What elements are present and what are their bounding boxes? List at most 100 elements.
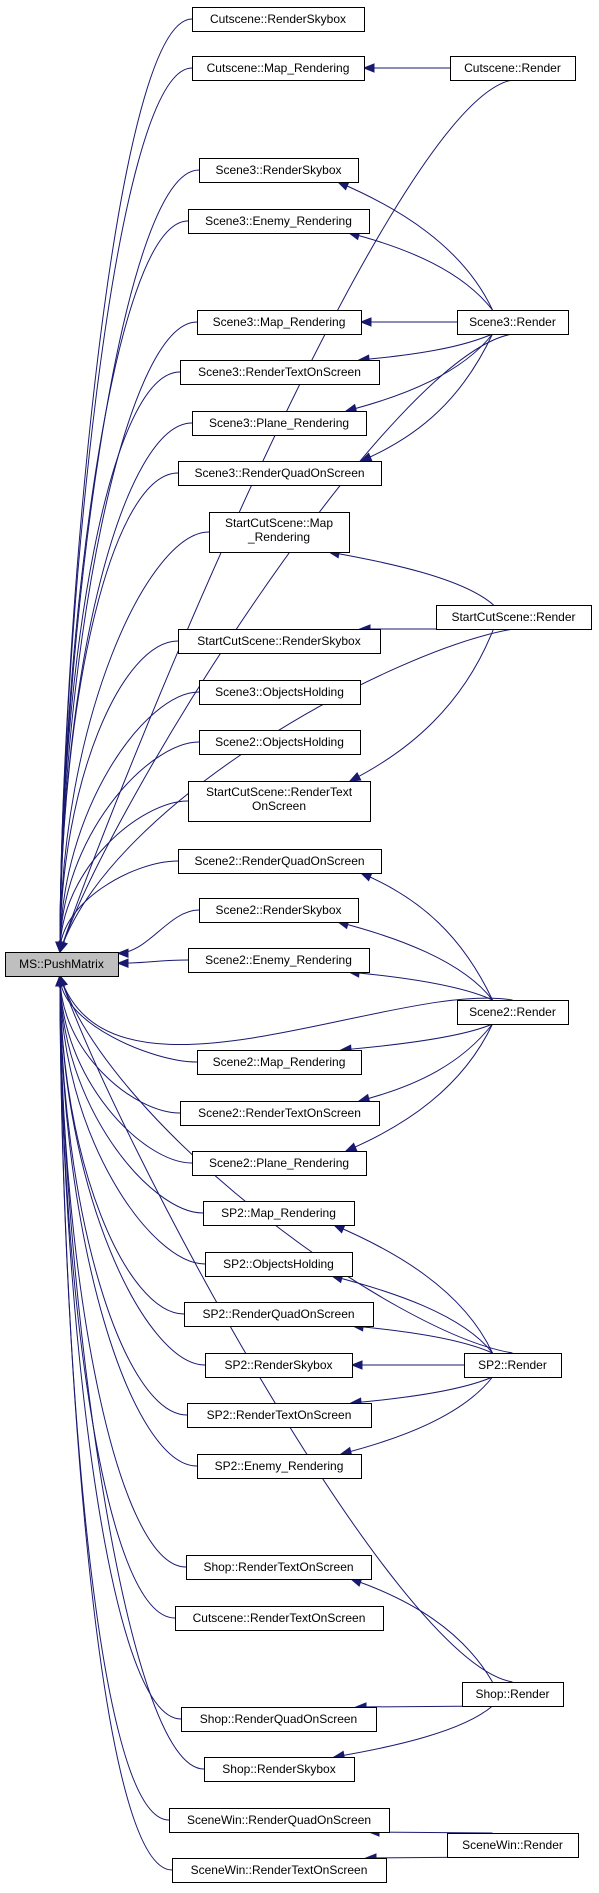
- edge-sp2-render-to-sp2-renderquadonscreen: [352, 1325, 493, 1354]
- node-shop-render[interactable]: Shop::Render: [462, 1682, 564, 1707]
- node-scene3-renderskybox[interactable]: Scene3::RenderSkybox: [199, 158, 359, 183]
- node-box: [180, 360, 380, 385]
- node-label: Scene3::Plane_Rendering: [209, 416, 349, 430]
- node-label: SceneWin::RenderQuadOnScreen: [187, 1813, 371, 1827]
- node-label: Shop::Render: [475, 1687, 549, 1701]
- node-scene3-objectsholding[interactable]: Scene3::ObjectsHolding: [199, 680, 361, 705]
- node-startcutscene-render[interactable]: StartCutScene::Render: [436, 605, 592, 630]
- node-scene2-enemy-rendering[interactable]: Scene2::Enemy_Rendering: [188, 948, 370, 973]
- call-graph-edges: [55, 18, 514, 1871]
- node-box: [192, 56, 365, 81]
- node-scenewin-renderquadonscreen[interactable]: SceneWin::RenderQuadOnScreen: [169, 1808, 390, 1833]
- edge-sp2-map-rendering-to-ms-pushmatrix: [59, 975, 204, 1214]
- node-scenewin-render[interactable]: SceneWin::Render: [447, 1833, 579, 1858]
- node-box: [172, 1858, 387, 1883]
- edge-scene2-rendertextonscreen-to-ms-pushmatrix: [59, 975, 181, 1114]
- node-cutscene-map-rendering[interactable]: Cutscene::Map_Rendering: [192, 56, 365, 81]
- edge-sp2-renderskybox-to-ms-pushmatrix: [59, 975, 206, 1366]
- node-sp2-rendertextonscreen[interactable]: SP2::RenderTextOnScreen: [187, 1403, 372, 1428]
- edge-arrowhead: [55, 974, 65, 987]
- edge-arrowhead: [344, 1142, 358, 1152]
- node-startcutscene-renderskybox[interactable]: StartCutScene::RenderSkybox: [178, 629, 381, 654]
- edge-scene2-renderskybox-to-ms-pushmatrix: [117, 909, 200, 954]
- node-cutscene-renderskybox[interactable]: Cutscene::RenderSkybox: [192, 7, 365, 32]
- edge-scene3-renderskybox-to-ms-pushmatrix: [59, 169, 200, 953]
- node-box: [197, 310, 362, 335]
- edge-scene2-render-to-scene2-renderskybox: [337, 921, 493, 1001]
- edge-arrowhead: [359, 317, 372, 327]
- node-sp2-renderquadonscreen[interactable]: SP2::RenderQuadOnScreen: [184, 1302, 374, 1327]
- edge-arrowhead: [55, 941, 65, 954]
- node-sp2-objectsholding[interactable]: SP2::ObjectsHolding: [205, 1252, 353, 1277]
- node-label: Scene2::RenderQuadOnScreen: [194, 854, 364, 868]
- node-shop-rendertextonscreen[interactable]: Shop::RenderTextOnScreen: [186, 1555, 372, 1580]
- edge-startcutscene-render-to-startcutscene-rendertextonscreen: [349, 628, 494, 782]
- edge-scene3-render-to-scene3-renderquadonscreen: [360, 333, 493, 462]
- edge-sp2-enemy-rendering-to-ms-pushmatrix: [59, 975, 198, 1467]
- node-scene3-rendertextonscreen[interactable]: Scene3::RenderTextOnScreen: [180, 360, 380, 385]
- edge-startcutscene-render-to-startcutscene-map-rendering: [328, 551, 494, 606]
- node-scene3-render[interactable]: Scene3::Render: [457, 310, 569, 335]
- node-scene2-rendertextonscreen[interactable]: Scene2::RenderTextOnScreen: [180, 1101, 380, 1126]
- node-label: SP2::Render: [478, 1358, 547, 1372]
- node-box: [188, 948, 370, 973]
- node-label: SP2::RenderSkybox: [224, 1358, 332, 1372]
- node-scene2-plane-rendering[interactable]: Scene2::Plane_Rendering: [192, 1151, 367, 1176]
- edge-scene3-render-to-scene3-rendertextonscreen: [358, 333, 493, 361]
- node-label: Scene2::ObjectsHolding: [215, 735, 344, 749]
- node-scene3-enemy-rendering[interactable]: Scene3::Enemy_Rendering: [188, 209, 370, 234]
- node-sp2-enemy-rendering[interactable]: SP2::Enemy_Rendering: [197, 1454, 362, 1479]
- node-label: Cutscene::RenderTextOnScreen: [193, 1611, 366, 1625]
- node-scene3-map-rendering[interactable]: Scene3::Map_Rendering: [197, 310, 362, 335]
- node-scene2-objectsholding[interactable]: Scene2::ObjectsHolding: [199, 730, 361, 755]
- edge-sp2-render-to-sp2-rendertextonscreen: [350, 1376, 493, 1404]
- node-box: [197, 1454, 362, 1479]
- node-label: OnScreen: [252, 799, 306, 813]
- node-ms-pushmatrix[interactable]: MS::PushMatrix: [5, 952, 119, 977]
- node-scene3-plane-rendering[interactable]: Scene3::Plane_Rendering: [192, 411, 367, 436]
- edge-startcutscene-rendertextonscreen-to-ms-pushmatrix: [59, 800, 189, 953]
- node-label: SP2::RenderQuadOnScreen: [202, 1307, 354, 1321]
- node-label: Scene3::RenderSkybox: [215, 163, 341, 177]
- node-scene2-renderquadonscreen[interactable]: Scene2::RenderQuadOnScreen: [178, 849, 382, 874]
- edge-scene2-render-to-scene2-map-rendering: [340, 1023, 493, 1051]
- node-scene2-renderskybox[interactable]: Scene2::RenderSkybox: [199, 898, 359, 923]
- node-box: [199, 158, 359, 183]
- node-startcutscene-map-rendering[interactable]: StartCutScene::Map_Rendering: [209, 512, 350, 553]
- node-sp2-renderskybox[interactable]: SP2::RenderSkybox: [205, 1353, 353, 1378]
- node-label: Cutscene::Render: [464, 61, 561, 75]
- node-label: _Rendering: [247, 530, 310, 544]
- node-label: SP2::Map_Rendering: [221, 1206, 336, 1220]
- node-scenewin-rendertextonscreen[interactable]: SceneWin::RenderTextOnScreen: [172, 1858, 387, 1883]
- node-box: [192, 1151, 367, 1176]
- node-cutscene-rendertextonscreen[interactable]: Cutscene::RenderTextOnScreen: [175, 1606, 384, 1631]
- node-startcutscene-rendertextonscreen[interactable]: StartCutScene::RenderTextOnScreen: [188, 781, 371, 822]
- node-sp2-map-rendering[interactable]: SP2::Map_Rendering: [203, 1201, 355, 1226]
- edge-sp2-renderquadonscreen-to-ms-pushmatrix: [59, 975, 185, 1315]
- node-box: [436, 605, 592, 630]
- node-label: Scene3::Render: [469, 315, 556, 329]
- node-label: StartCutScene::Map: [225, 516, 333, 530]
- edge-cutscene-map-rendering-to-ms-pushmatrix: [59, 67, 193, 953]
- node-shop-renderquadonscreen[interactable]: Shop::RenderQuadOnScreen: [181, 1707, 377, 1732]
- edge-scene3-rendertextonscreen-to-ms-pushmatrix: [59, 371, 181, 953]
- edge-arrowhead: [359, 872, 373, 882]
- node-shop-renderskybox[interactable]: Shop::RenderSkybox: [204, 1757, 355, 1782]
- edge-scene2-map-rendering-to-ms-pushmatrix: [59, 975, 198, 1063]
- node-label: Scene2::Enemy_Rendering: [205, 953, 352, 967]
- node-label: Cutscene::Map_Rendering: [207, 61, 350, 75]
- edge-scene2-render-to-ms-pushmatrix: [59, 975, 513, 1045]
- node-cutscene-render[interactable]: Cutscene::Render: [450, 56, 576, 81]
- node-scene2-render[interactable]: Scene2::Render: [457, 1000, 569, 1025]
- node-label: Cutscene::RenderSkybox: [210, 12, 346, 26]
- node-scene2-map-rendering[interactable]: Scene2::Map_Rendering: [197, 1050, 362, 1075]
- node-label: StartCutScene::Render: [451, 610, 575, 624]
- node-scene3-renderquadonscreen[interactable]: Scene3::RenderQuadOnScreen: [178, 461, 382, 486]
- node-sp2-render[interactable]: SP2::Render: [464, 1353, 562, 1378]
- node-box: [450, 56, 576, 81]
- edge-scene3-map-rendering-to-ms-pushmatrix: [59, 321, 198, 953]
- node-label: Scene2::Plane_Rendering: [209, 1156, 349, 1170]
- edge-scene3-render-to-scene3-renderskybox: [337, 181, 493, 311]
- node-label: Scene3::RenderQuadOnScreen: [194, 466, 364, 480]
- node-label: StartCutScene::RenderSkybox: [197, 634, 360, 648]
